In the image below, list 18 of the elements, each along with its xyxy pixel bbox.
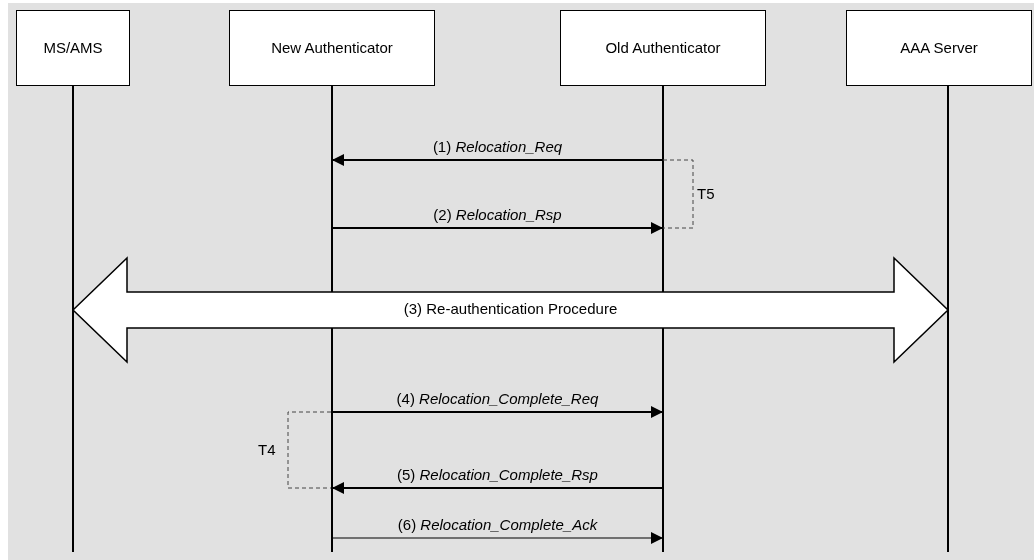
participant-box: AAA Server	[846, 10, 1032, 86]
message-label: (1) Relocation_Req	[430, 138, 565, 156]
message-label: (3) Re-authentication Procedure	[401, 300, 620, 318]
message-arrow	[331, 222, 664, 234]
double-block-arrow	[71, 256, 950, 364]
message-arrow	[331, 406, 664, 418]
message-label: (4) Relocation_Complete_Req	[394, 390, 601, 408]
timer-label: T4	[258, 441, 276, 459]
message-label: (2) Relocation_Rsp	[431, 206, 564, 224]
participant-box: New Authenticator	[229, 10, 435, 86]
participant-box: MS/AMS	[16, 10, 130, 86]
message-arrow	[331, 154, 664, 166]
message-arrow	[331, 532, 664, 544]
message-label: (6) Relocation_Complete_Ack	[395, 516, 600, 534]
message-label: (5) Relocation_Complete_Rsp	[395, 466, 600, 484]
participant-box: Old Authenticator	[560, 10, 766, 86]
message-arrow	[331, 482, 664, 494]
timer-label: T5	[697, 185, 715, 203]
